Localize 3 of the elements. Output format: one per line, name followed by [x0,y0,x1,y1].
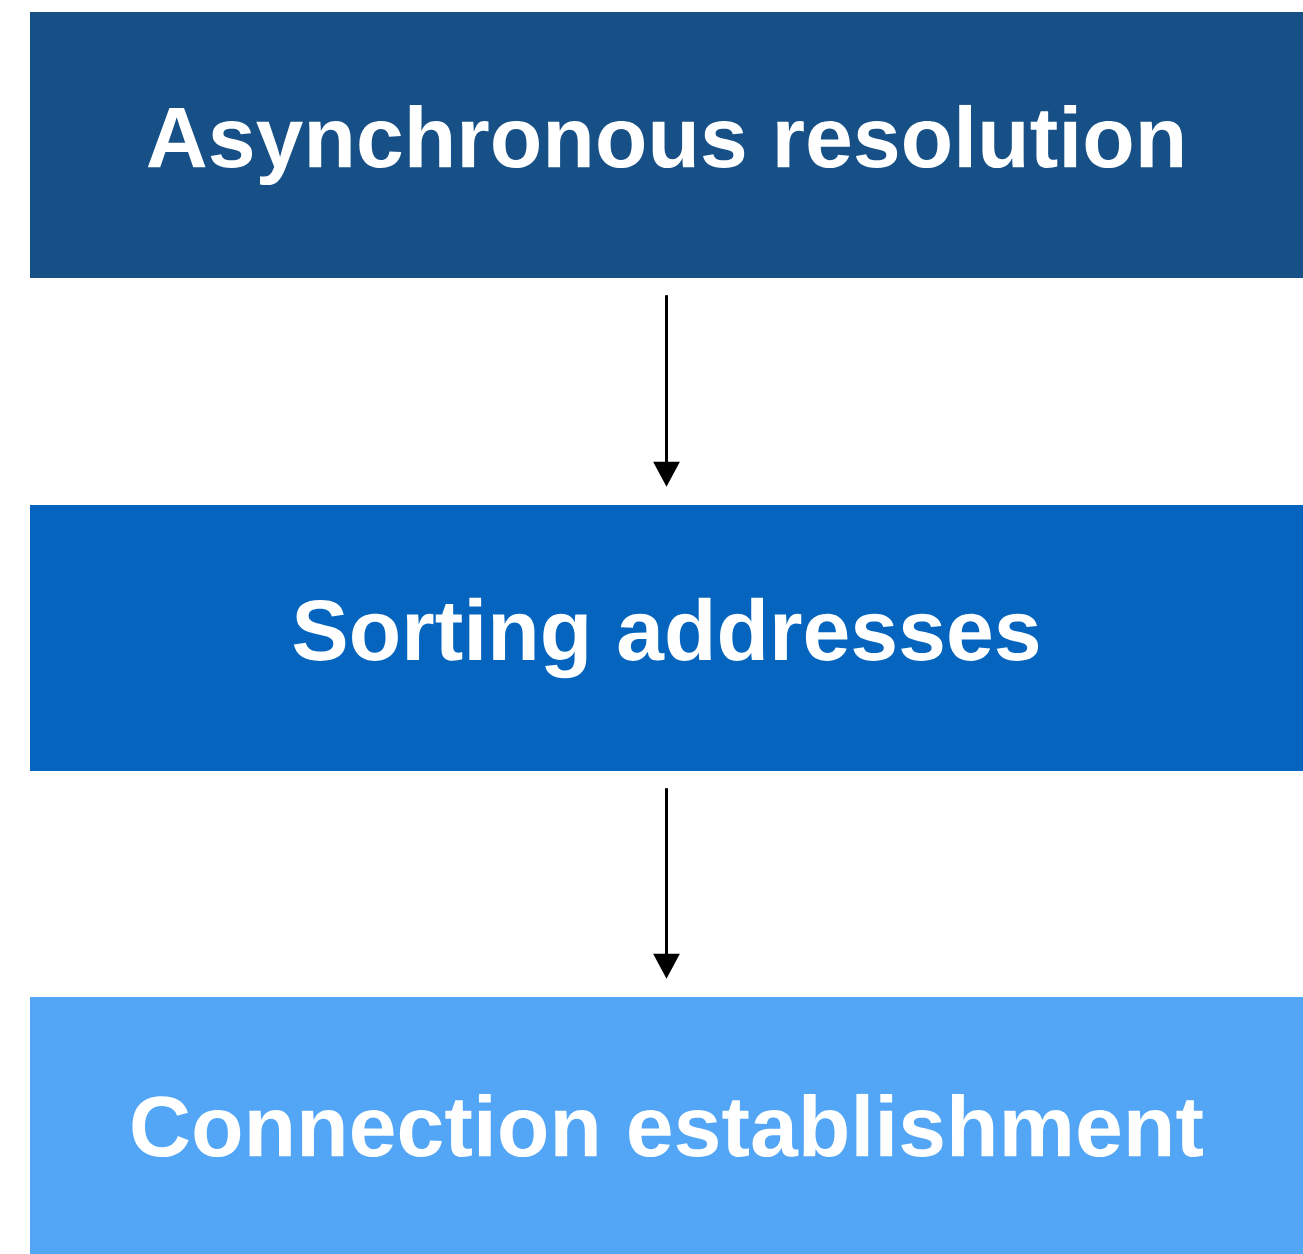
process-box: Sorting addresses [30,505,1303,771]
process-box: Connection establishment [30,997,1303,1254]
process-box: Asynchronous resolution [30,12,1303,278]
